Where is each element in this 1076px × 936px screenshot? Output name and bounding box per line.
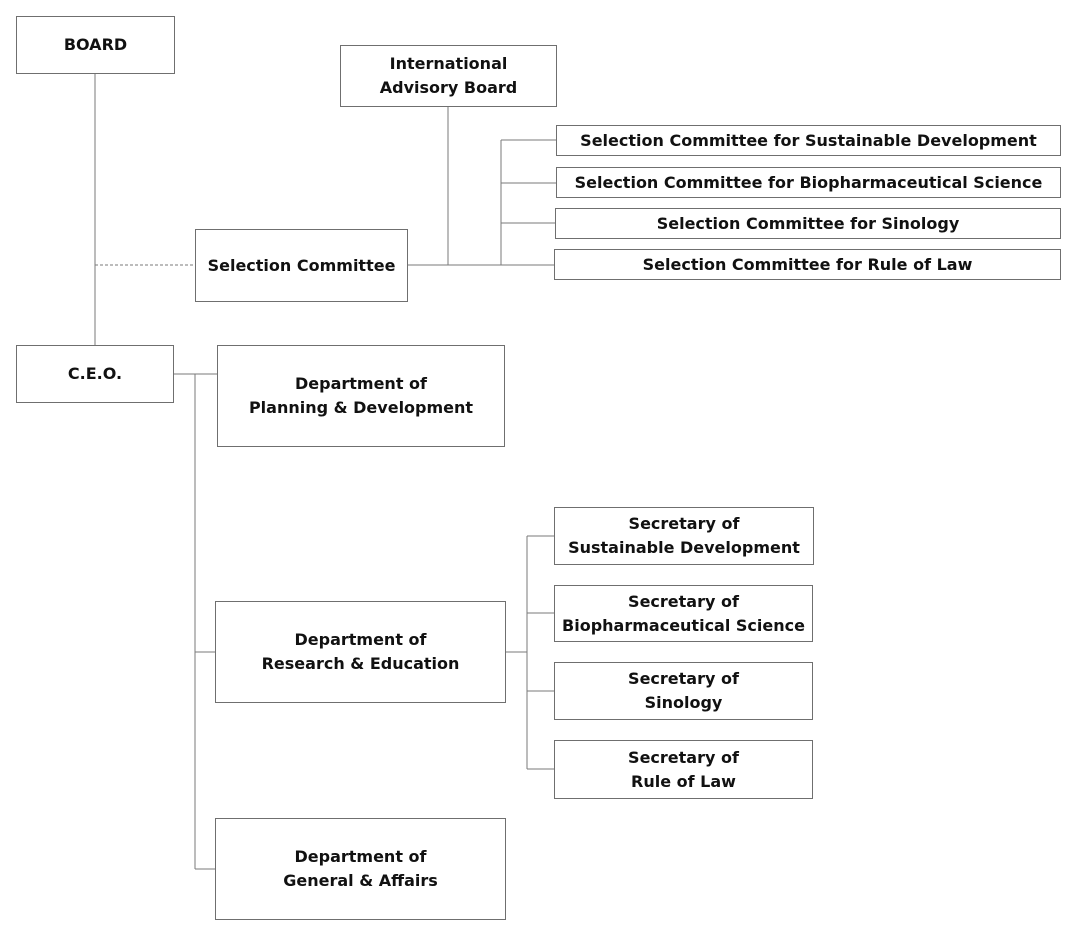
sc-sinology-box: Selection Committee for Sinology bbox=[555, 208, 1061, 239]
ceo-box: C.E.O. bbox=[16, 345, 174, 403]
sc-biopharmaceutical-science-box: Selection Committee for Biopharmaceutica… bbox=[556, 167, 1061, 198]
dept-research-label-line-1: Department of bbox=[294, 630, 427, 649]
dept-general-label-line-2: General & Affairs bbox=[283, 871, 438, 890]
sc-biopharmaceutical-science-label: Selection Committee for Biopharmaceutica… bbox=[574, 172, 1043, 192]
board-label: BOARD bbox=[63, 35, 128, 54]
sec-biopharmaceutical-science-label-line-2: Biopharmaceutical Science bbox=[562, 615, 805, 635]
sec-biopharmaceutical-science-box: Secretary of Biopharmaceutical Science bbox=[554, 585, 813, 642]
sec-sinology-label-line-1: Secretary of bbox=[628, 669, 739, 688]
selection-committee-box: Selection Committee bbox=[195, 229, 408, 302]
ceo-label: C.E.O. bbox=[67, 364, 123, 383]
sc-sinology-label: Selection Committee for Sinology bbox=[656, 213, 960, 233]
sec-sustainable-development-label-line-1: Secretary of bbox=[628, 514, 740, 533]
sc-rule-of-law-label: Selection Committee for Rule of Law bbox=[642, 254, 973, 274]
sec-rule-of-law-label-line-1: Secretary of bbox=[628, 747, 739, 767]
international-advisory-board-label-line-2: Advisory Board bbox=[379, 78, 518, 97]
sec-biopharmaceutical-science-label-line-1: Secretary of bbox=[628, 591, 739, 611]
sec-sinology-label-line-2: Sinology bbox=[644, 693, 723, 712]
dept-general-box: Department of General & Affairs bbox=[215, 818, 506, 920]
dept-planning-label-line-2: Planning & Development bbox=[248, 398, 474, 417]
international-advisory-board-label-line-1: International bbox=[389, 54, 508, 73]
sc-sustainable-development-box: Selection Committee for Sustainable Deve… bbox=[556, 125, 1061, 156]
dept-research-box: Department of Research & Education bbox=[215, 601, 506, 703]
selection-committee-label: Selection Committee bbox=[207, 255, 396, 275]
dept-planning-label-line-1: Department of bbox=[294, 374, 427, 393]
international-advisory-board-box: International Advisory Board bbox=[340, 45, 557, 107]
board-box: BOARD bbox=[16, 16, 175, 74]
sc-sustainable-development-label: Selection Committee for Sustainable Deve… bbox=[580, 130, 1037, 150]
dept-research-label-line-2: Research & Education bbox=[261, 654, 460, 673]
dept-general-label-line-1: Department of bbox=[294, 847, 427, 866]
sec-rule-of-law-box: Secretary of Rule of Law bbox=[554, 740, 813, 799]
sec-sustainable-development-label-line-2: Sustainable Development bbox=[568, 538, 800, 557]
sec-rule-of-law-label-line-2: Rule of Law bbox=[631, 771, 736, 791]
sc-rule-of-law-box: Selection Committee for Rule of Law bbox=[554, 249, 1061, 280]
sec-sustainable-development-box: Secretary of Sustainable Development bbox=[554, 507, 814, 565]
dept-planning-box: Department of Planning & Development bbox=[217, 345, 505, 447]
sec-sinology-box: Secretary of Sinology bbox=[554, 662, 813, 720]
